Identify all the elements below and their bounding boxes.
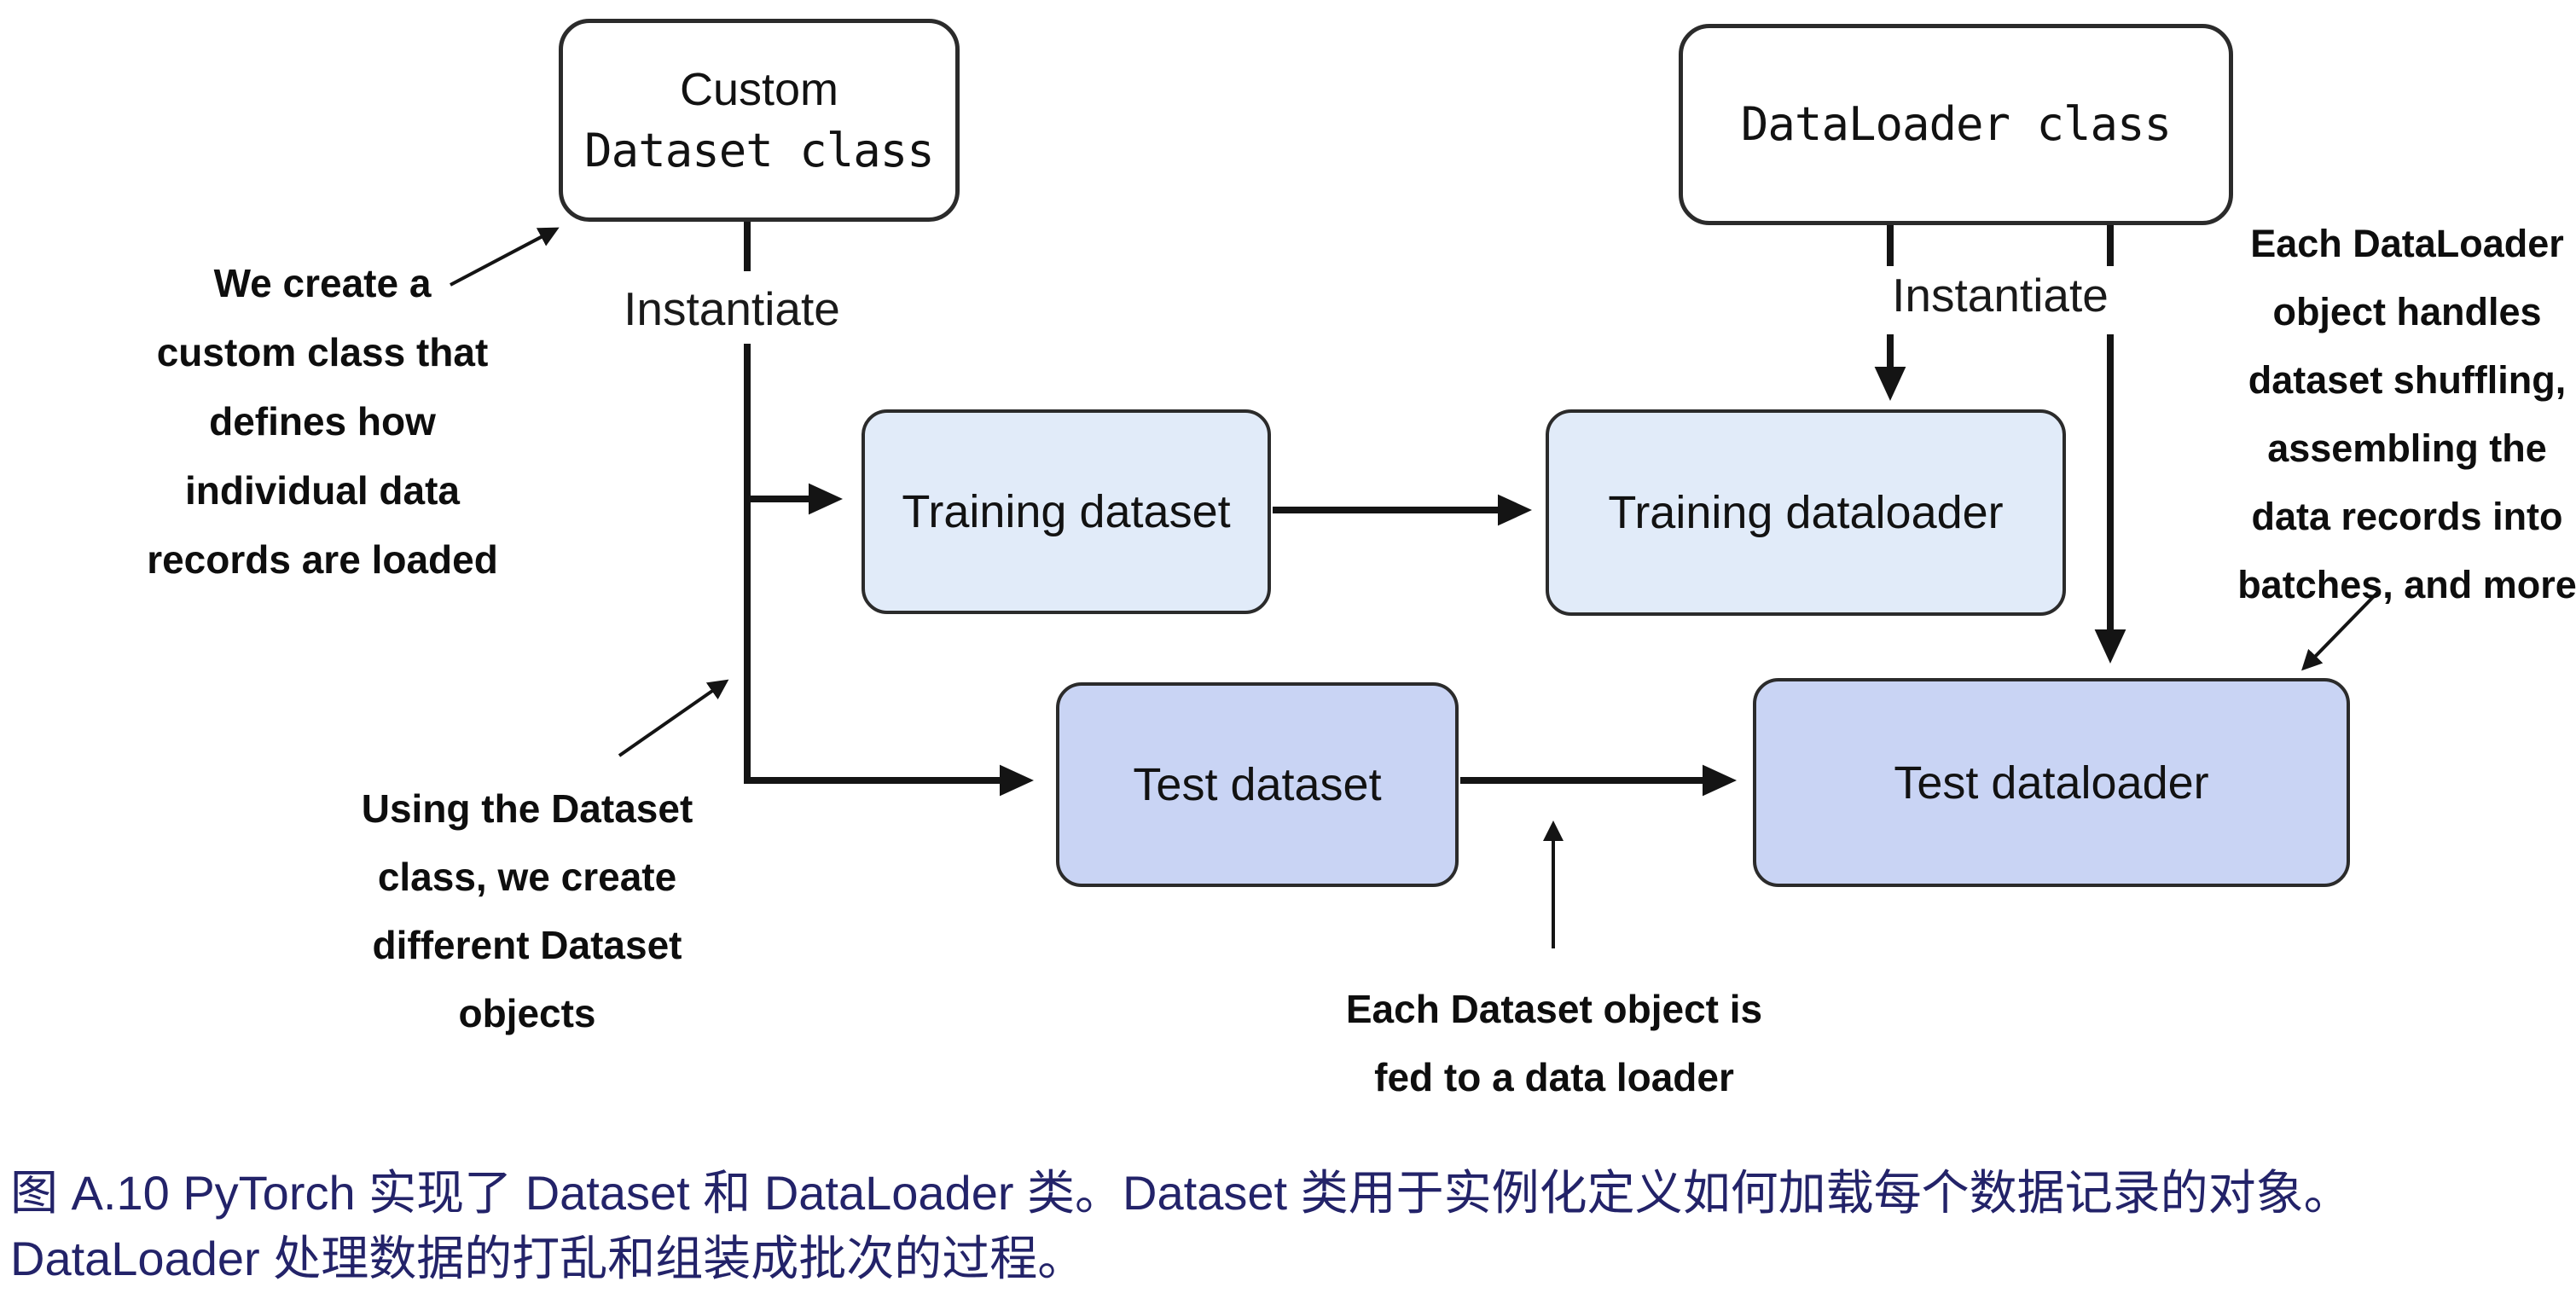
annotation-line: individual data [184,468,461,513]
figure-caption: 图 A.10 PyTorch 实现了 Dataset 和 DataLoader … [10,1160,2352,1291]
annotation-line: defines how [209,399,436,444]
annotation-create-custom-class: We create a custom class that defines ho… [147,249,498,594]
annotation-arrow-using-dataset-class [618,679,729,757]
annotation-line: We create a [213,261,432,305]
annotation-dataloader-handles: Each DataLoader object handles dataset s… [2237,210,2576,619]
custom-dataset-class-label-line1: Custom [679,64,839,115]
test-dataset-label: Test dataset [1133,759,1382,810]
annotation-line: Each DataLoader [2250,222,2564,265]
custom-dataset-class-label-line2: Dataset class [584,124,935,177]
instantiate-label-left: Instantiate [624,282,840,335]
annotation-dataset-fed-to-loader: Each Dataset object is fed to a data loa… [1346,975,1762,1111]
annotation-line: batches, and more [2237,563,2576,606]
annotation-line: Each Dataset object is [1345,987,1763,1031]
training-dataset-box: Training dataset [862,409,1271,614]
test-dataloader-box: Test dataloader [1753,678,2350,887]
custom-to-test-dataset-arrow [744,344,1034,797]
training-dataset-label: Training dataset [902,486,1231,537]
dataloader-class-box: DataLoader class [1679,24,2233,225]
annotation-arrow-dataloader-handles [2301,590,2380,671]
annotation-arrow-create-custom-class [450,227,560,287]
annotation-line: object handles [2272,290,2542,333]
annotation-line: records are loaded [147,537,498,582]
figure-caption-line1: 图 A.10 PyTorch 实现了 Dataset 和 DataLoader … [10,1166,2352,1220]
annotation-line: Using the Dataset [361,786,693,831]
figure-caption-line2: DataLoader 处理数据的打乱和组装成批次的过程。 [10,1232,1086,1285]
annotation-line: class, we create [377,855,677,899]
annotation-line: assembling the [2267,426,2547,470]
test-dataset-box: Test dataset [1056,682,1459,887]
dataloader-class-label: DataLoader class [1740,97,2172,151]
training-dataloader-label: Training dataloader [1608,487,2004,538]
annotation-line: fed to a data loader [1374,1055,1734,1099]
test-dataloader-label: Test dataloader [1894,757,2209,809]
annotation-line: dataset shuffling, [2248,358,2567,402]
annotation-line: custom class that [156,330,489,374]
instantiate-label-right: Instantiate [1892,269,2109,322]
training-dataloader-box: Training dataloader [1546,409,2066,616]
annotation-line: objects [458,991,596,1035]
annotation-using-dataset-class: Using the Dataset class, we create diffe… [362,774,693,1047]
annotation-line: different Dataset [372,923,682,967]
custom-dataset-class-box: Custom Dataset class [559,19,960,222]
annotation-line: data records into [2251,495,2563,538]
